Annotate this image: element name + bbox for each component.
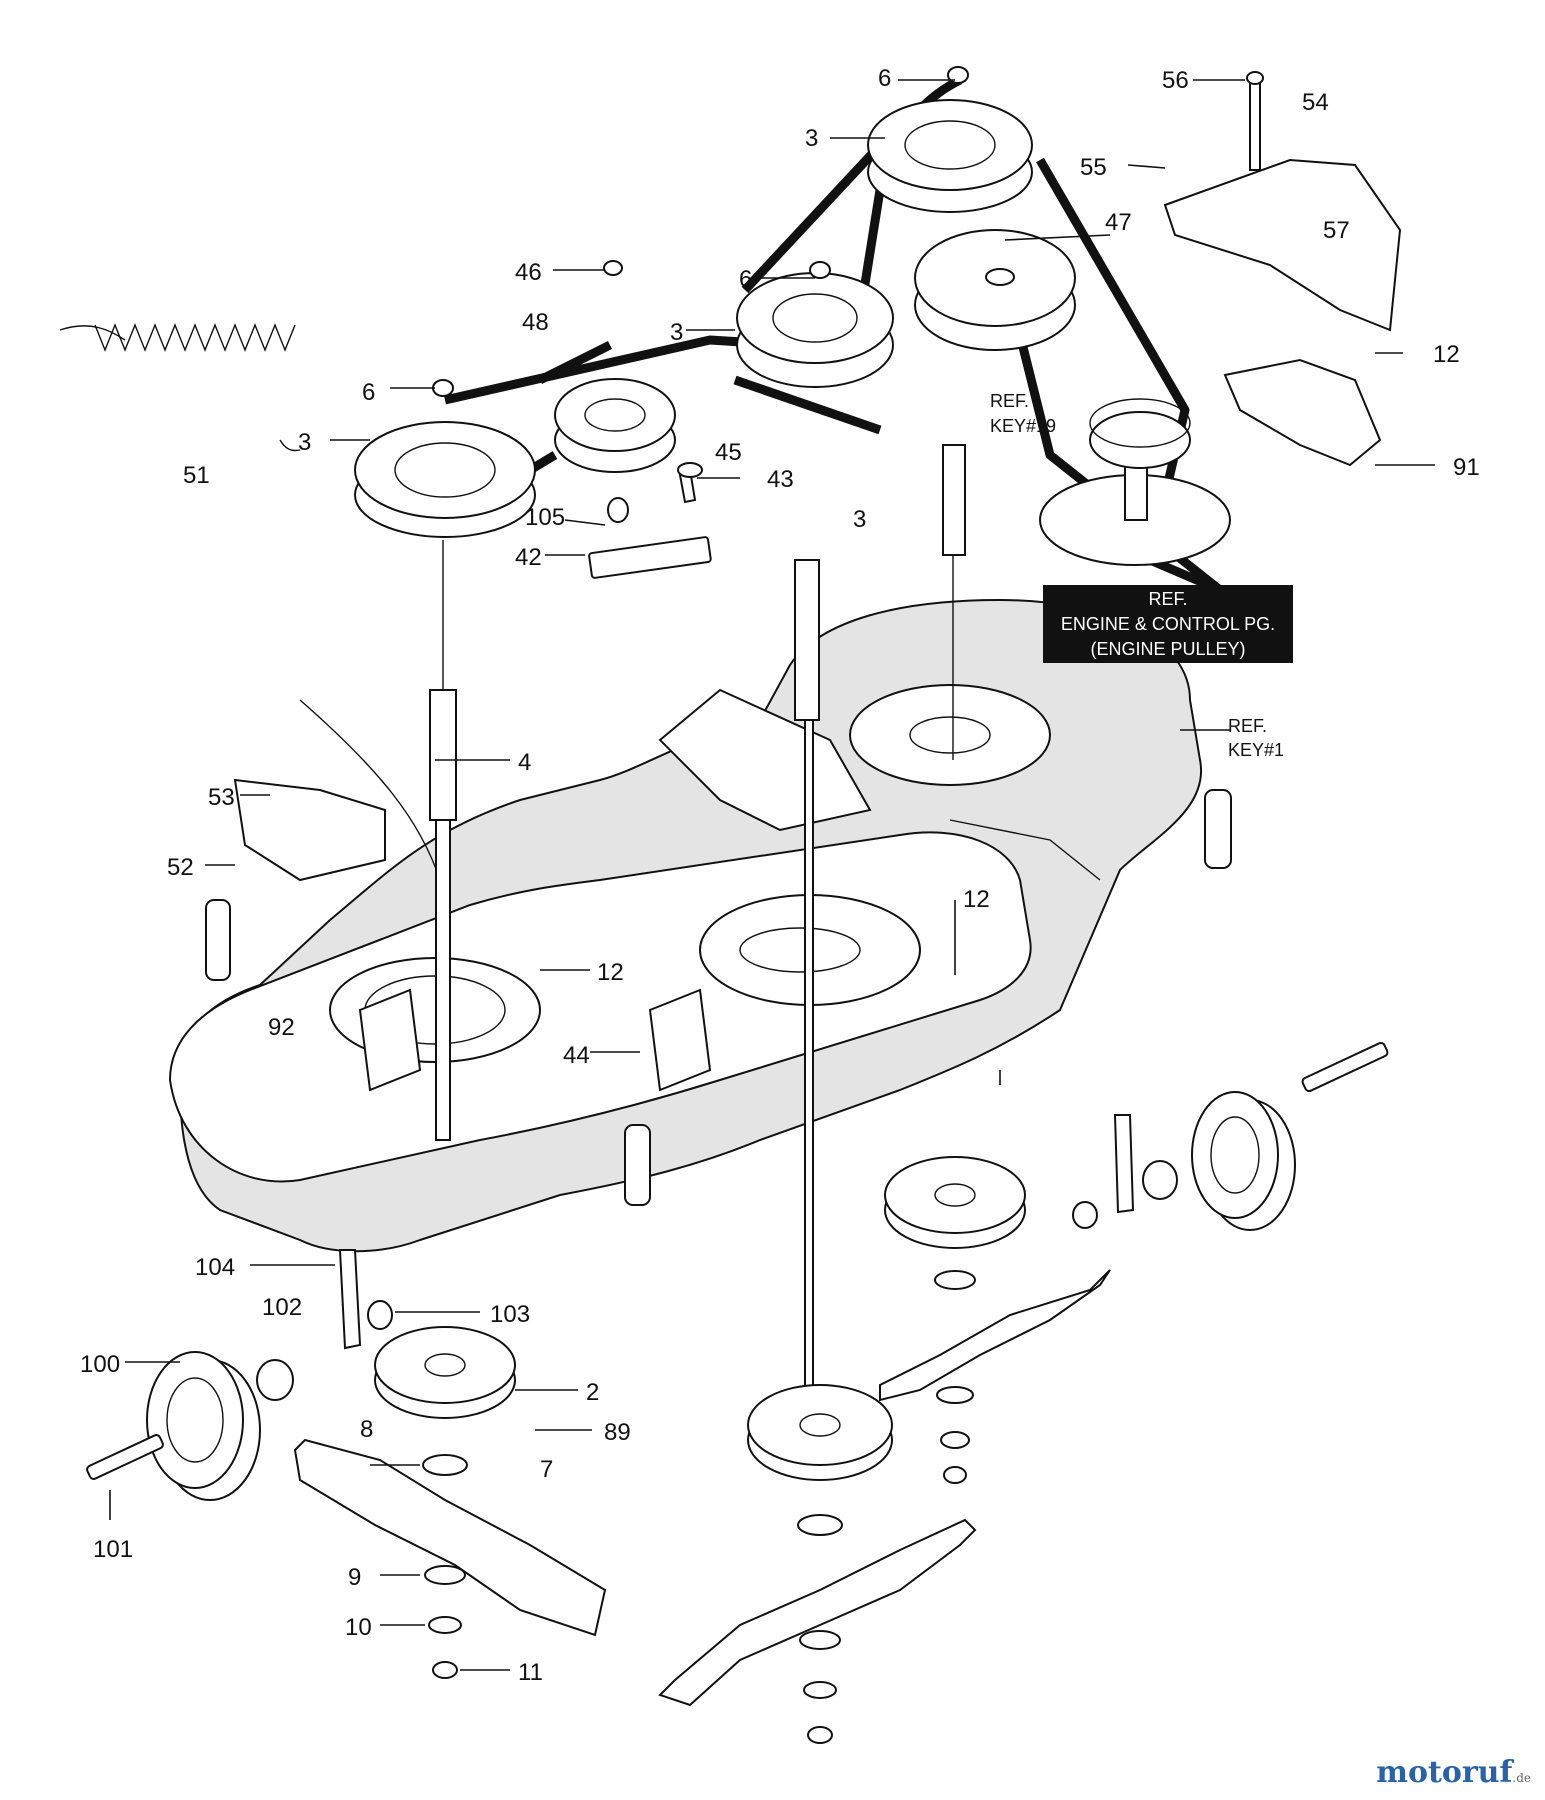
label-4: 4 <box>518 749 531 776</box>
pulley-center <box>736 261 894 388</box>
label-6: 6 <box>362 379 375 406</box>
watermark-logo: motoruf.de <box>1376 1755 1531 1790</box>
label-9: 9 <box>348 1564 361 1591</box>
label-44: 44 <box>563 1042 590 1069</box>
label-45: 45 <box>715 439 742 466</box>
leader-lines <box>109 79 1435 1671</box>
pulley-idler-key19 <box>914 229 1076 351</box>
ref-key19-line1: REF. <box>990 391 1029 411</box>
label-100: 100 <box>80 1351 120 1378</box>
belt-guards <box>233 71 1402 882</box>
engine-ref-line1: REF. <box>1148 589 1187 609</box>
spring-51 <box>59 323 301 452</box>
watermark-name: motoruf <box>1376 1755 1513 1790</box>
label-57: 57 <box>1323 217 1350 244</box>
label-10: 10 <box>345 1614 372 1641</box>
hardware-stack <box>422 462 976 1744</box>
label-56: 56 <box>1162 67 1189 94</box>
watermark-tld: .de <box>1512 1771 1531 1785</box>
label-91: 91 <box>1453 454 1480 481</box>
ref-key1-line1: REF. <box>1228 716 1267 736</box>
spindles <box>429 444 966 1421</box>
mower-deck <box>168 598 1232 1253</box>
pulley-left <box>354 379 536 538</box>
label-102: 102 <box>262 1294 302 1321</box>
ref-key1-line2: KEY#1 <box>1228 740 1284 760</box>
label-101: 101 <box>93 1536 133 1563</box>
label-6: 6 <box>739 266 752 293</box>
label-89: 89 <box>604 1419 631 1446</box>
label-42: 42 <box>515 544 542 571</box>
label-2: 2 <box>586 1379 599 1406</box>
label-12: 12 <box>1433 341 1460 368</box>
pulley-idler-45 <box>554 260 676 473</box>
label-55: 55 <box>1080 154 1107 181</box>
label-3: 3 <box>853 506 866 533</box>
label-53: 53 <box>208 784 235 811</box>
label-3: 3 <box>298 429 311 456</box>
label-51: 51 <box>183 462 210 489</box>
part-labels: 6 56 54 3 55 57 47 46 6 48 3 12 6 3 45 5… <box>80 65 1480 1686</box>
ref-key19-line2: KEY#19 <box>990 416 1056 436</box>
label-11: 11 <box>518 1659 543 1686</box>
gauge-wheels <box>86 1041 1389 1501</box>
blades <box>293 1269 1111 1707</box>
label-105: 105 <box>525 504 565 531</box>
label-47: 47 <box>1105 209 1132 236</box>
engine-ref-line3: (ENGINE PULLEY) <box>1090 639 1245 659</box>
label-6: 6 <box>878 65 891 92</box>
label-43: 43 <box>767 466 794 493</box>
blade-adapters <box>374 1156 1026 1481</box>
engine-ref-line2: ENGINE & CONTROL PG. <box>1061 614 1275 634</box>
label-3: 3 <box>805 125 818 152</box>
label-48: 48 <box>522 309 549 336</box>
label-103: 103 <box>490 1301 530 1328</box>
engine-ref-box: REF. ENGINE & CONTROL PG. (ENGINE PULLEY… <box>1043 585 1293 663</box>
label-7: 7 <box>540 1456 553 1483</box>
ref-notes: REF. KEY#19 REF. KEY#1 <box>990 391 1284 760</box>
pulley-engine <box>1039 398 1231 566</box>
label-92: 92 <box>268 1014 295 1041</box>
pulley-top <box>867 66 1033 213</box>
label-46: 46 <box>515 259 542 286</box>
label-52: 52 <box>167 854 194 881</box>
label-104: 104 <box>195 1254 235 1281</box>
label-8: 8 <box>360 1416 373 1443</box>
label-12: 12 <box>963 886 990 913</box>
label-3: 3 <box>670 319 683 346</box>
label-54: 54 <box>1302 89 1329 116</box>
label-12: 12 <box>597 959 624 986</box>
